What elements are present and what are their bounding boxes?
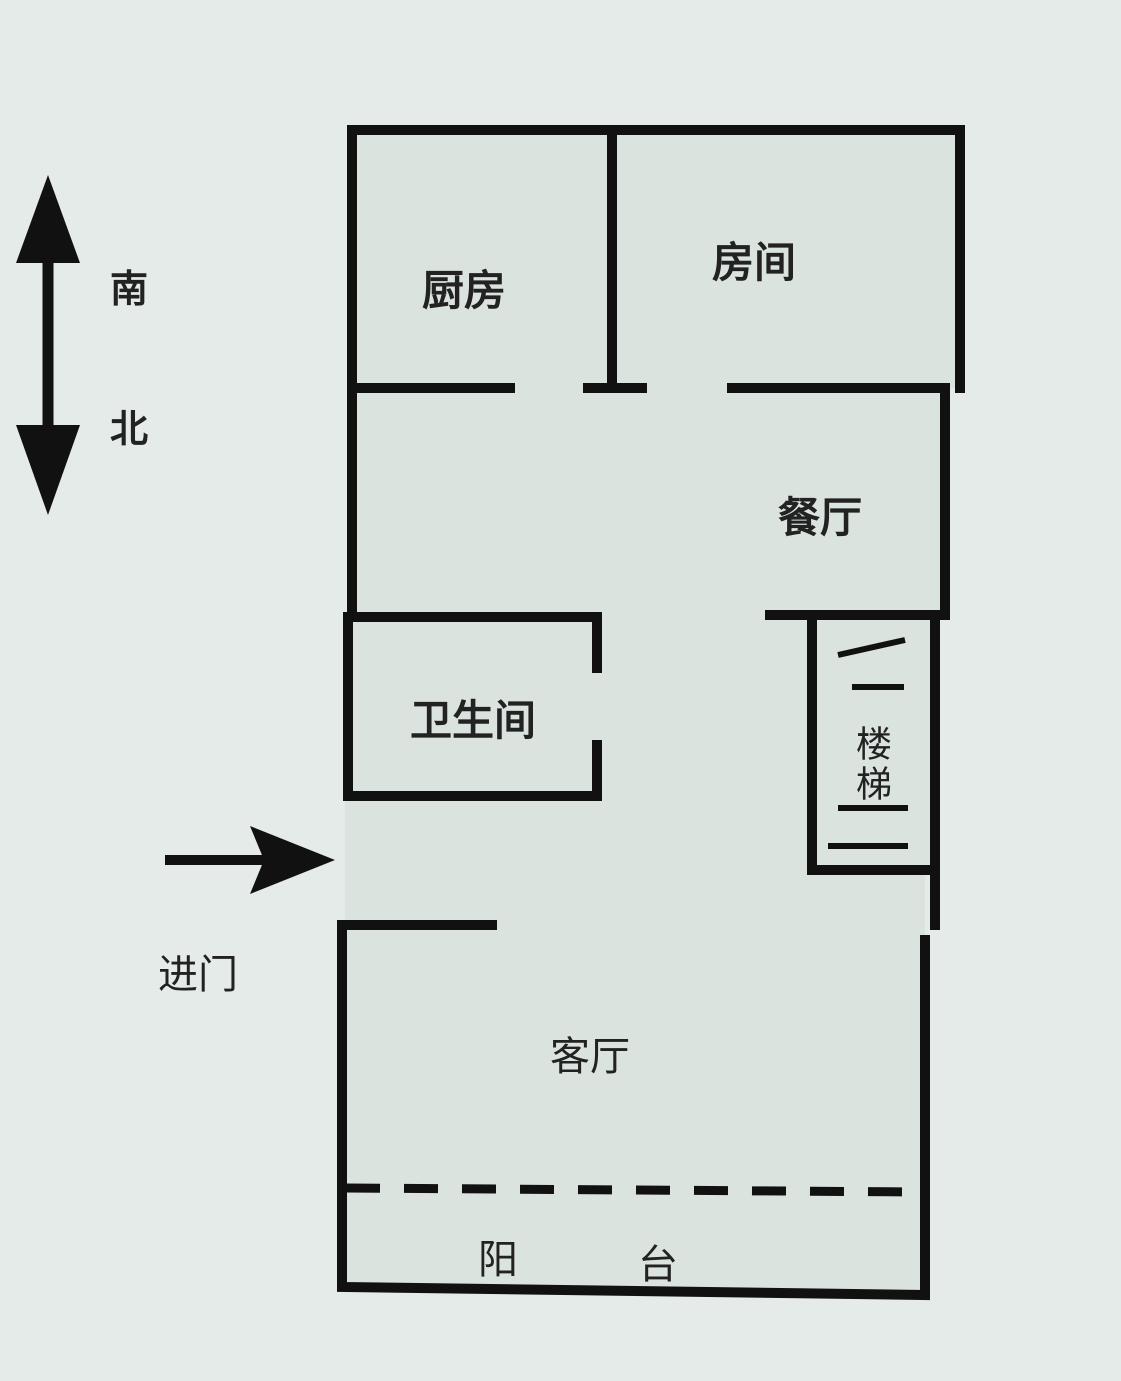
compass-arrowhead-up xyxy=(16,175,80,263)
room-label-bedroom: 房间 xyxy=(712,238,797,287)
compass-arrow xyxy=(16,175,80,515)
balcony-divider xyxy=(345,1183,923,1197)
entrance-arrowhead xyxy=(250,826,335,894)
room-label-living: 客厅 xyxy=(550,1034,630,1080)
room-label-balcony-right: 台 xyxy=(638,1242,678,1288)
entrance-arrow xyxy=(165,826,335,894)
wall-living xyxy=(337,920,930,1301)
room-label-bathroom: 卫生间 xyxy=(410,696,537,745)
compass-north-label: 北 xyxy=(110,407,149,451)
entrance-label: 进门 xyxy=(158,952,238,998)
walls xyxy=(337,125,965,1301)
room-label-dining: 餐厅 xyxy=(778,493,863,542)
compass-arrowhead-down xyxy=(16,425,80,515)
wall-top xyxy=(347,125,965,393)
stair-symbols xyxy=(828,637,908,849)
room-label-stairs: 楼梯 xyxy=(850,725,891,805)
room-fill xyxy=(340,130,960,1295)
wall-bathroom xyxy=(343,612,602,801)
compass-south-label: 南 xyxy=(110,267,149,311)
room-label-balcony-left: 阳 xyxy=(478,1237,518,1283)
stair-slash xyxy=(837,637,906,658)
room-label-kitchen: 厨房 xyxy=(422,266,507,315)
wall-stair-left xyxy=(807,610,935,875)
